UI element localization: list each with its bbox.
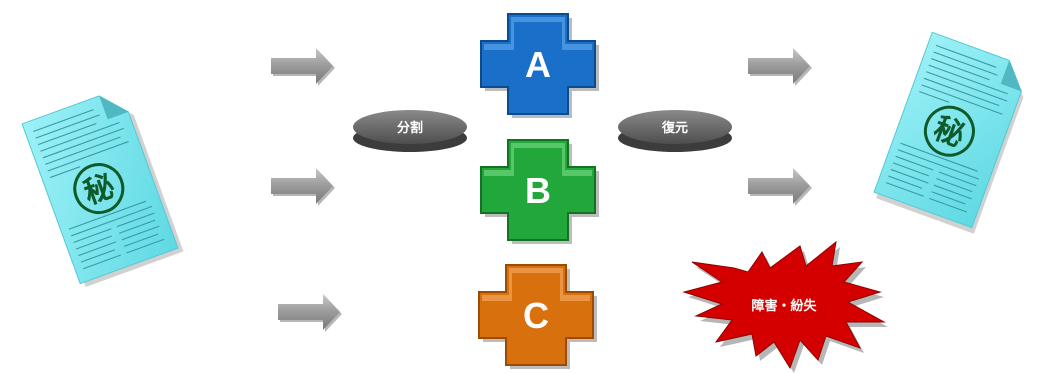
split-arrow-top <box>271 48 335 86</box>
restore-arrow-top <box>748 48 812 86</box>
restore-label-pill: 復元 <box>618 110 732 152</box>
share-piece-b: B <box>480 139 599 244</box>
share-piece-a: A <box>480 13 599 118</box>
document-text-lines <box>33 109 165 270</box>
split-arrow-bottom <box>278 294 342 332</box>
share-piece-c-label: C <box>523 295 549 336</box>
failure-loss-label: 障害・紛失 <box>751 298 817 314</box>
share-piece-a-label: A <box>525 44 551 85</box>
split-arrow-middle <box>271 168 335 206</box>
restored-document: 秘 <box>873 31 1024 234</box>
source-document: 秘 <box>21 95 184 287</box>
split-label-pill: 分割 <box>353 110 467 152</box>
failure-loss-burst: 障害・紛失 <box>682 240 888 373</box>
split-label: 分割 <box>397 120 423 136</box>
document-text-lines <box>885 44 1008 213</box>
restore-label: 復元 <box>661 120 688 136</box>
restore-arrow-middle <box>748 168 812 206</box>
share-piece-b-label: B <box>525 170 551 211</box>
share-piece-c: C <box>478 264 597 369</box>
